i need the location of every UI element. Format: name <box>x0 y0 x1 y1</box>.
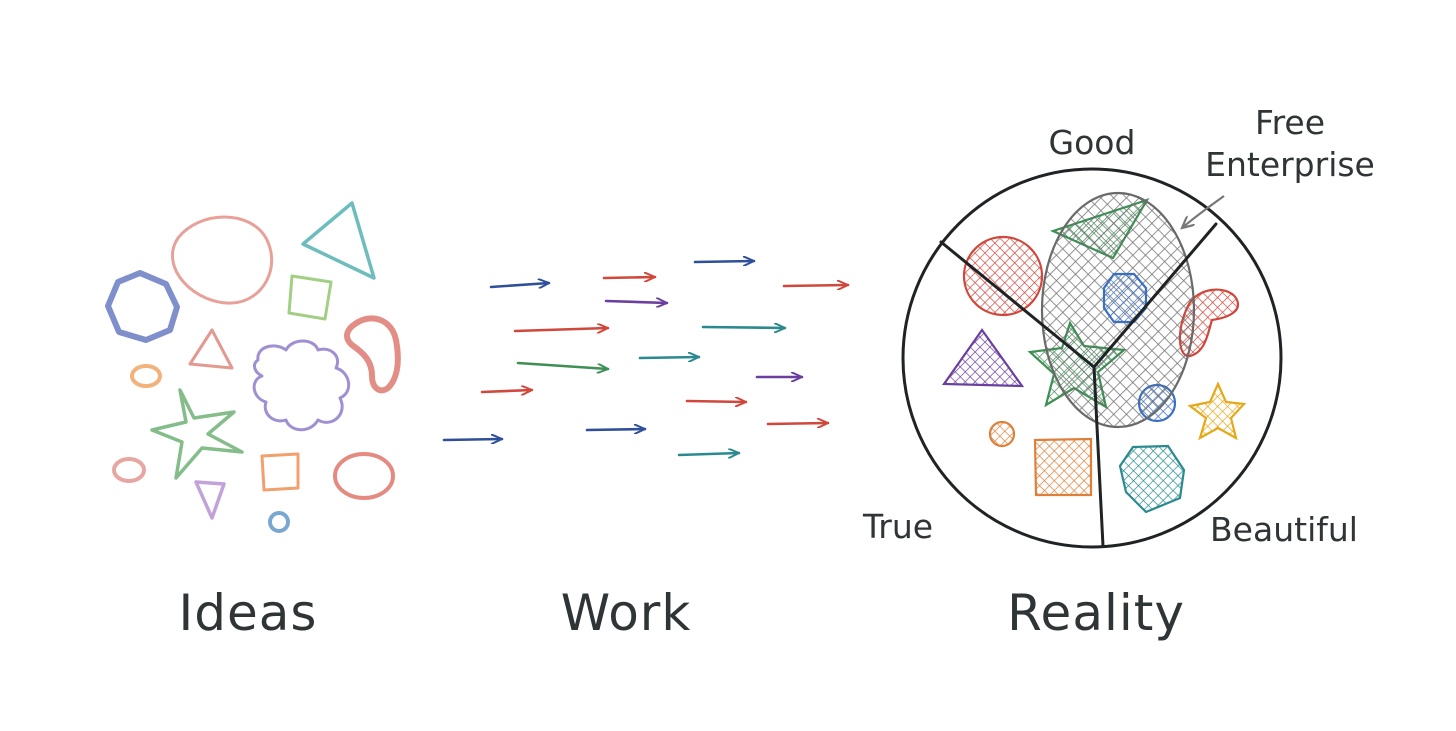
arrow-teal-1 <box>701 327 787 328</box>
label-reality: Reality <box>1007 584 1185 642</box>
heptagon-teal-shape <box>1118 444 1186 514</box>
arrow-red-1 <box>602 277 657 278</box>
arrow-red-5 <box>685 401 748 402</box>
label-good: Good <box>1049 123 1136 162</box>
arrow-teal-2 <box>638 357 701 358</box>
triangle-red-shape <box>188 328 234 370</box>
triangle-purple-shape <box>941 328 1025 388</box>
label-work: Work <box>561 584 692 642</box>
arrow-red-6 <box>766 423 830 424</box>
arrow-teal-3 <box>677 453 741 455</box>
circle-blue-shape <box>268 511 290 533</box>
triangle-purple-shape <box>194 480 226 520</box>
arrow-red-3 <box>513 328 610 331</box>
reality-diagram: Good Free Enterprise True Beautiful <box>862 103 1375 549</box>
label-ideas: Ideas <box>179 584 318 642</box>
arrow-blue-1 <box>489 283 549 287</box>
square-orange-shape <box>1033 437 1093 497</box>
heptagon-blue-shape <box>105 270 180 343</box>
star-yellow-shape <box>1187 381 1247 441</box>
circle-orange-shape <box>988 420 1016 448</box>
oval-red-shape <box>333 452 395 500</box>
work-arrows <box>442 261 850 455</box>
arrow-blue-2 <box>693 261 756 262</box>
cloud-purple-shape <box>252 339 351 432</box>
label-enterprise: Enterprise <box>1205 145 1375 184</box>
arrow-red-2 <box>782 285 850 286</box>
bean-red-shape <box>344 315 401 394</box>
star-green-shape <box>150 388 244 480</box>
triangle-teal-shape <box>301 201 376 280</box>
square-orange-shape <box>260 452 300 492</box>
circle-red-shape <box>962 235 1044 317</box>
arrow-green-1 <box>516 361 608 369</box>
divider-good-true <box>939 240 1096 369</box>
divider-good-beautiful <box>1092 222 1218 369</box>
label-free: Free <box>1255 103 1325 142</box>
label-true: True <box>862 507 933 546</box>
arrow-blue-3 <box>442 439 504 440</box>
reality-circle <box>901 167 1283 549</box>
oval-pink-shape <box>112 457 146 483</box>
arrow-red-4 <box>480 390 534 392</box>
ideas-cluster <box>105 201 401 533</box>
arrow-purple-1 <box>604 301 669 303</box>
square-green-shape <box>287 274 333 321</box>
arrow-blue-4 <box>585 429 647 430</box>
oval-orange-shape <box>130 364 162 388</box>
label-beautiful: Beautiful <box>1210 510 1358 549</box>
divider-true-beautiful <box>1092 365 1105 548</box>
free-enterprise-pointer-arrow <box>1182 195 1225 228</box>
blob-pink-shape <box>171 215 274 305</box>
